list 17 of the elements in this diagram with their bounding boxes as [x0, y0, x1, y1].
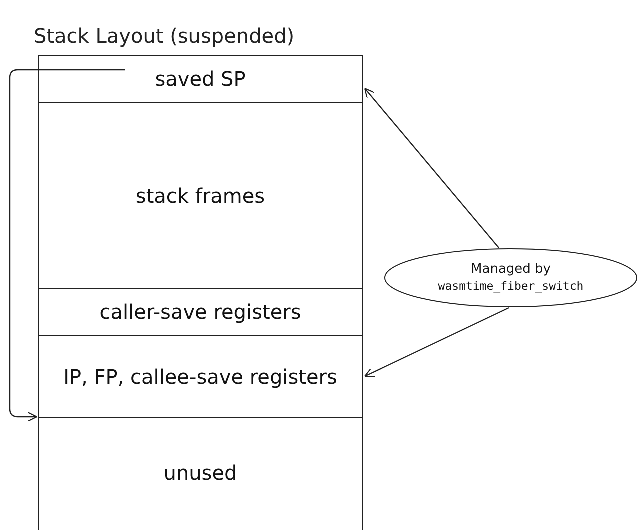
- slot-label: caller-save registers: [100, 299, 302, 326]
- slot-label: stack frames: [136, 182, 266, 210]
- arrow: [9, 69, 125, 422]
- arrow: [364, 88, 500, 248]
- note-text: Managed by: [471, 261, 551, 278]
- slot-label: IP, FP, callee-save registers: [64, 364, 338, 390]
- note-ellipse: [384, 248, 638, 308]
- function-name: wasmtime_fiber_switch: [438, 278, 584, 295]
- stack-slot: [38, 102, 363, 289]
- stack-slot: [38, 335, 363, 418]
- diagram-title: Stack Layout (suspended): [34, 24, 295, 48]
- arrow: [364, 307, 510, 378]
- slot-label: saved SP: [155, 66, 246, 93]
- stack-slot: [38, 417, 363, 530]
- stack-slot: [38, 55, 363, 103]
- slot-label: unused: [164, 460, 238, 487]
- stack-slot: [38, 288, 363, 336]
